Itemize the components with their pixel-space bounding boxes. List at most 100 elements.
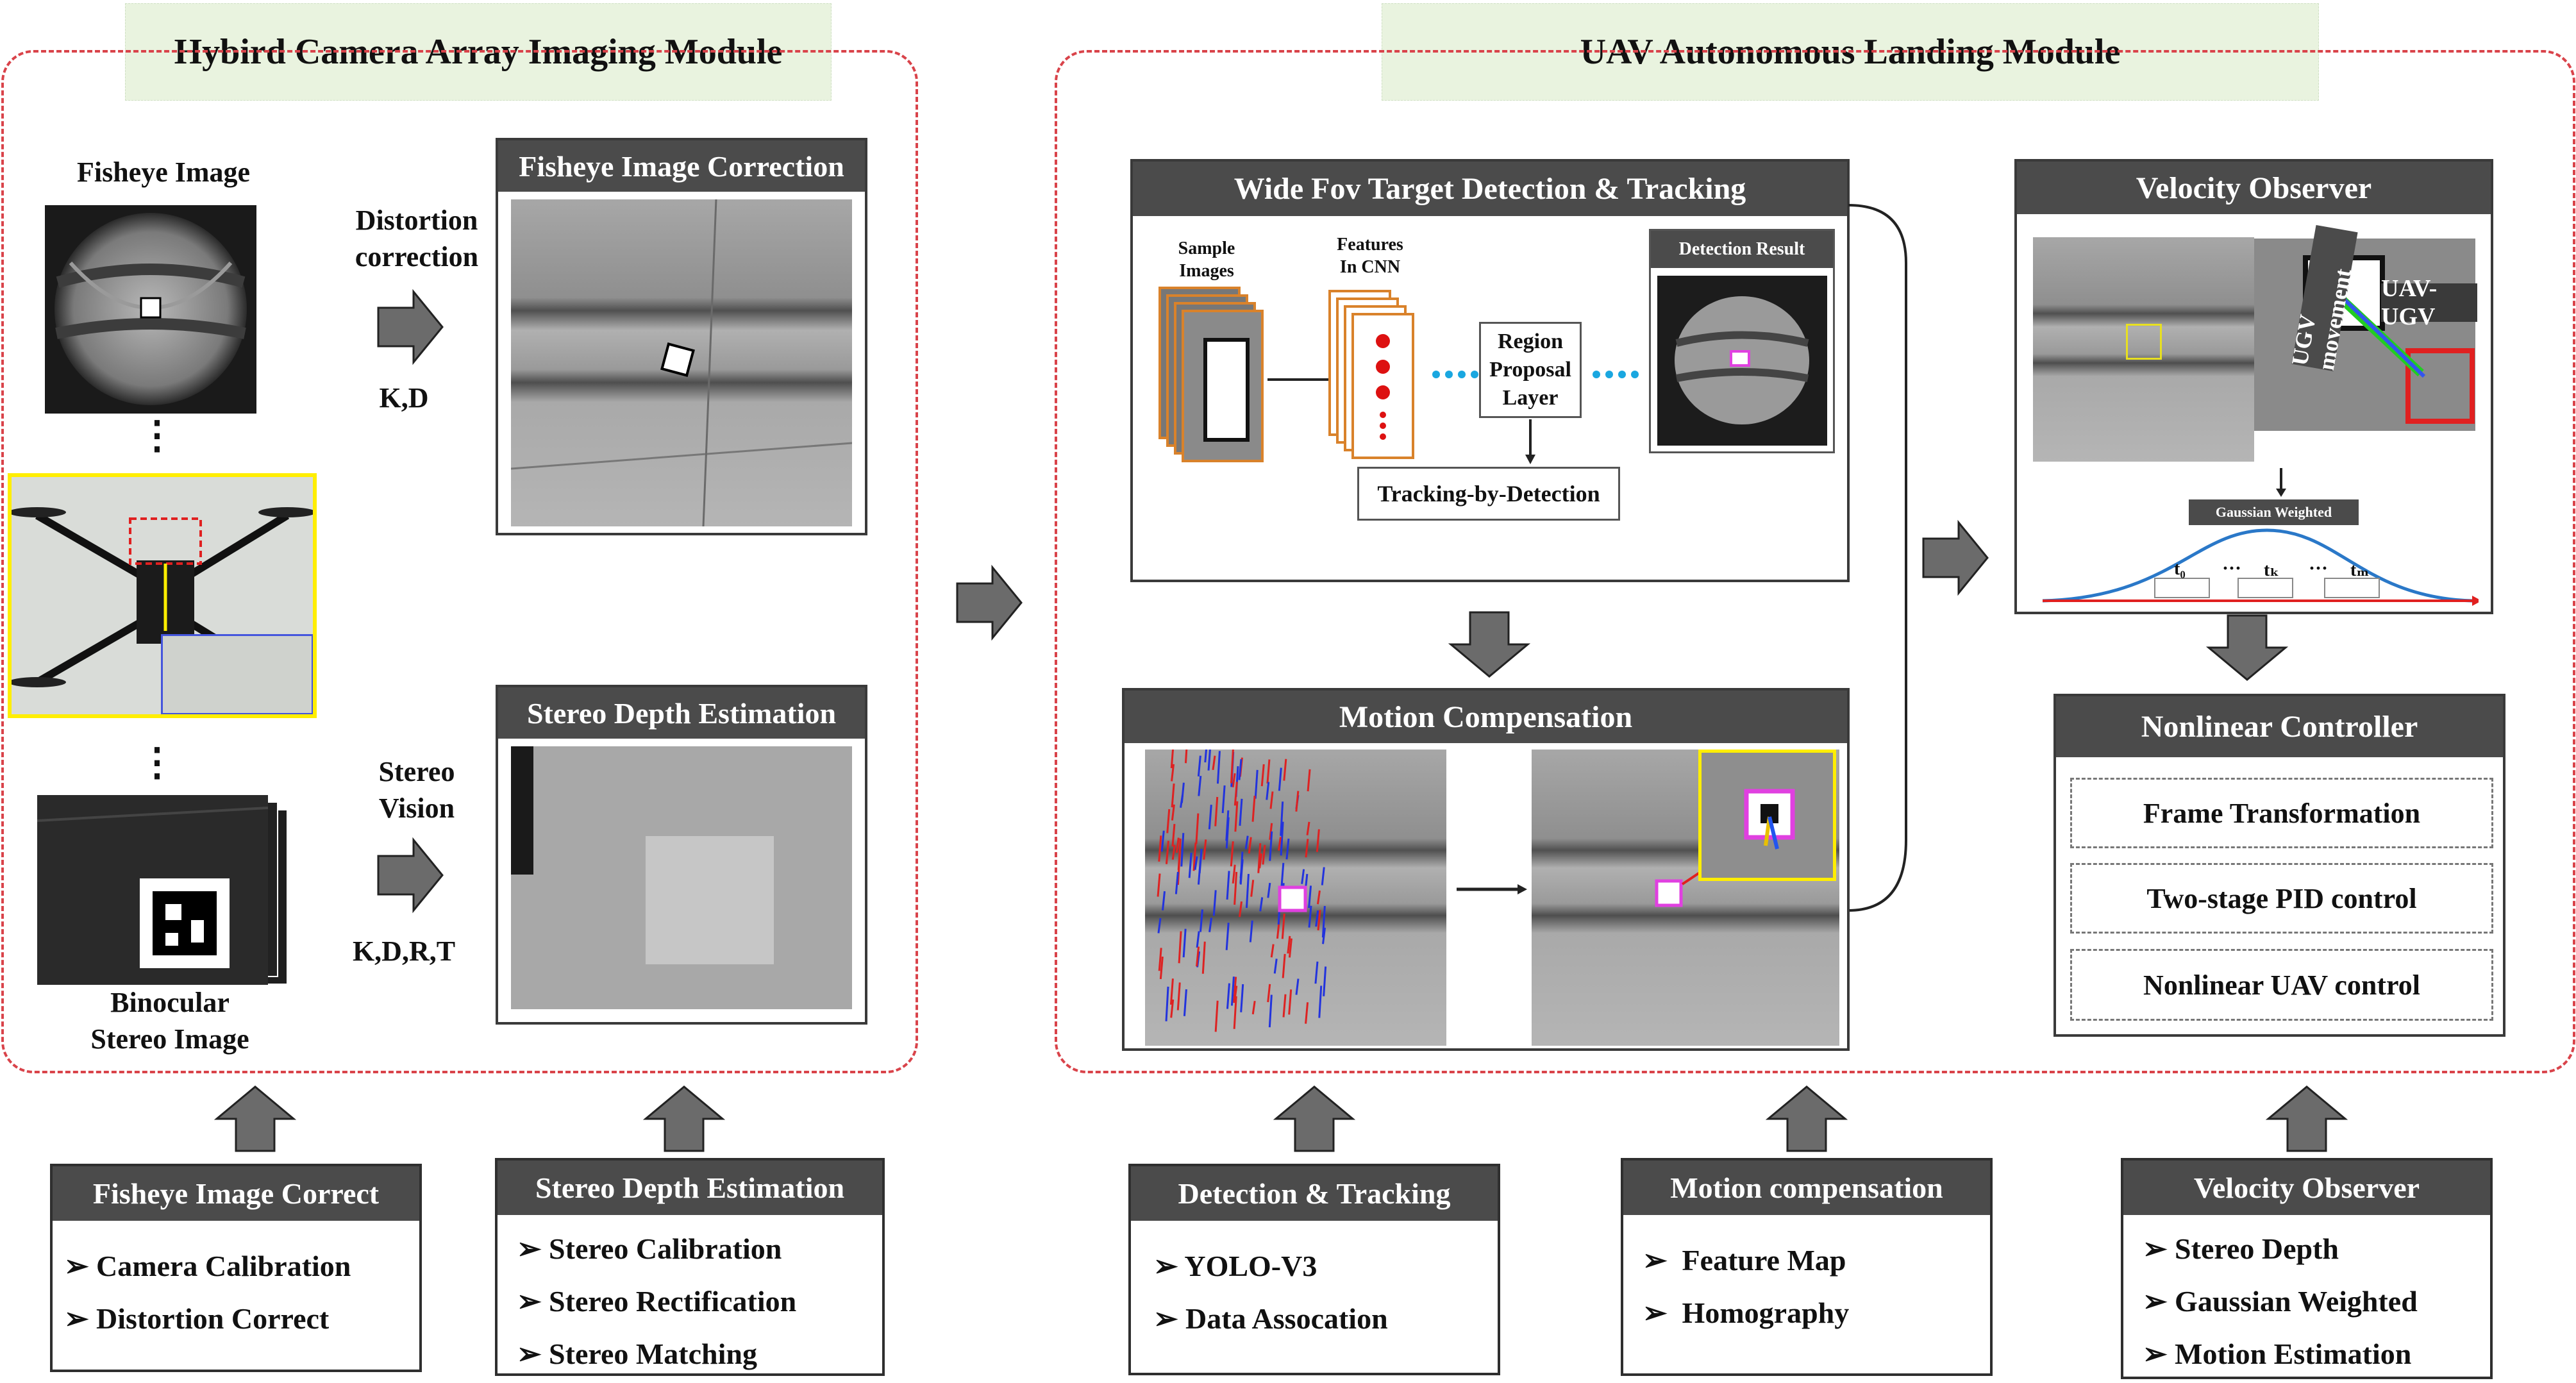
motion-vector	[1170, 750, 1175, 769]
motion-vector	[1234, 985, 1238, 1002]
region-line3: Layer	[1502, 386, 1559, 410]
motion-vector	[1180, 782, 1185, 803]
motion-vector	[1315, 910, 1319, 927]
motion-vector	[1295, 791, 1300, 812]
motion-vector	[1208, 804, 1212, 830]
motion-vector	[1305, 839, 1309, 858]
bullet-icon: ➢	[64, 1302, 89, 1335]
zoom-inset	[1698, 750, 1836, 881]
motion-vector	[1316, 890, 1321, 905]
velocity-zoom-image	[2254, 239, 2475, 431]
velocity-observer-item: ➢ Gaussian Weighted	[2143, 1284, 2418, 1318]
fisheye-correct-item: ➢ Distortion Correct	[64, 1301, 329, 1336]
detection-result-image	[1657, 276, 1827, 446]
detection-result-box: Detection Result	[1649, 229, 1835, 453]
motion-compensation-box-title: Motion compensation	[1623, 1161, 1990, 1215]
stereo-depth-box-title: Stereo Depth Estimation	[498, 1161, 882, 1215]
bullet-icon: ➢	[2143, 1232, 2168, 1265]
motion-vector	[1212, 890, 1217, 916]
two-stage-pid-item: Two-stage PID control	[2070, 863, 2493, 934]
fisheye-correct-box: Fisheye Image Correct ➢ Camera Calibrati…	[50, 1164, 422, 1372]
motion-vector	[1214, 796, 1219, 826]
stereo-vision-label: Stereo Vision	[346, 753, 487, 826]
motion-vector	[1280, 862, 1285, 889]
stereo-depth-item: ➢ Stereo Rectification	[517, 1284, 796, 1318]
region-dots-connector	[1593, 371, 1639, 378]
motion-vector	[1259, 897, 1264, 912]
target-marker	[1278, 885, 1307, 912]
motion-vector	[1183, 989, 1187, 1016]
motion-vector	[1288, 989, 1292, 1015]
motion-vector	[1159, 956, 1164, 980]
detection-tracking-item: ➢ Data Assocation	[1153, 1301, 1388, 1336]
stereo-depth-box: Stereo Depth Estimation ➢ Stereo Calibra…	[495, 1158, 885, 1376]
motion-vector	[1165, 841, 1169, 864]
motion-vector	[1166, 809, 1171, 834]
motion-vector	[1268, 994, 1273, 1028]
up-arrow-icon	[213, 1085, 297, 1152]
velocity-scene-image	[2033, 237, 2254, 462]
ellipsis-top: ⋮	[138, 414, 176, 457]
drone-image	[8, 473, 317, 718]
motion-vector	[1171, 784, 1175, 808]
motion-vector	[1196, 946, 1200, 967]
bullet-icon: ➢	[1643, 1244, 1668, 1277]
dots-label-1: ···	[2222, 558, 2242, 579]
drone-drawing	[12, 507, 313, 687]
motion-vector	[1188, 852, 1192, 878]
motion-vector	[1278, 767, 1282, 791]
up-arrow-icon	[642, 1085, 726, 1152]
stereo-depth-panel: Stereo Depth Estimation	[496, 685, 867, 1025]
up-arrow-icon	[1765, 1085, 1848, 1152]
uav-ugv-tag: UAV-UGV	[2381, 275, 2477, 330]
velocity-down-arrow	[2276, 468, 2286, 497]
to-velocity-arrow-icon	[1922, 519, 1989, 596]
motion-vector	[1175, 871, 1179, 894]
motion-vector	[1204, 750, 1207, 763]
sample-images-line1: Sample	[1178, 239, 1235, 258]
compensated-drawing	[1655, 870, 1703, 907]
features-line1: Features	[1337, 235, 1403, 255]
features-label: Features In CNN	[1325, 233, 1415, 278]
motion-vector	[1306, 821, 1310, 835]
motion-compensation-item: ➢ Feature Map	[1643, 1243, 1846, 1277]
region-to-tracking-arrow	[1525, 419, 1535, 464]
item-text: Stereo Calibration	[549, 1232, 782, 1265]
gaussian-curve-drawing	[2042, 528, 2479, 606]
item-text: Stereo Rectification	[549, 1285, 797, 1318]
motion-vector	[1234, 871, 1238, 905]
motion-vector	[1288, 938, 1292, 958]
motion-vector	[1197, 755, 1201, 777]
features-line2: In CNN	[1339, 257, 1401, 277]
motion-vector	[1301, 869, 1305, 884]
motion-vector	[1178, 931, 1182, 964]
velocity-scene-target	[2126, 324, 2162, 360]
motion-vector	[1308, 885, 1312, 909]
region-line2: Proposal	[1489, 358, 1571, 382]
cnn-feature-stack	[1328, 290, 1418, 469]
item-text: Motion Estimation	[2175, 1337, 2412, 1370]
motion-vectors-drawing	[1157, 750, 1327, 1032]
motion-vector	[1207, 750, 1211, 771]
motion-vector	[1234, 782, 1238, 806]
imaging-module-region	[1, 50, 918, 1073]
velocity-to-controller-arrow-icon	[2205, 614, 2289, 681]
motion-vector	[1254, 769, 1259, 799]
corrected-image-drawing	[511, 199, 852, 526]
motion-compensation-box: Motion compensation ➢ Feature Map ➢ Homo…	[1621, 1158, 1993, 1376]
features-dots-connector	[1432, 371, 1478, 378]
motion-compensation-item: ➢ Homography	[1643, 1295, 1849, 1330]
motion-vector	[1283, 759, 1287, 781]
motion-vector	[1184, 750, 1188, 764]
motion-vector	[1316, 829, 1320, 852]
motion-vector	[1157, 918, 1162, 934]
region-line1: Region	[1498, 330, 1563, 353]
motion-vector	[1170, 999, 1175, 1018]
motion-vector	[1305, 1002, 1309, 1024]
bullet-icon: ➢	[2143, 1337, 2168, 1370]
bullet-icon: ➢	[2143, 1285, 2168, 1318]
motion-vector	[1245, 873, 1250, 909]
motion-vector	[1175, 837, 1180, 853]
cnn-dots-drawing	[1376, 334, 1390, 440]
motion-vector	[1260, 764, 1265, 787]
